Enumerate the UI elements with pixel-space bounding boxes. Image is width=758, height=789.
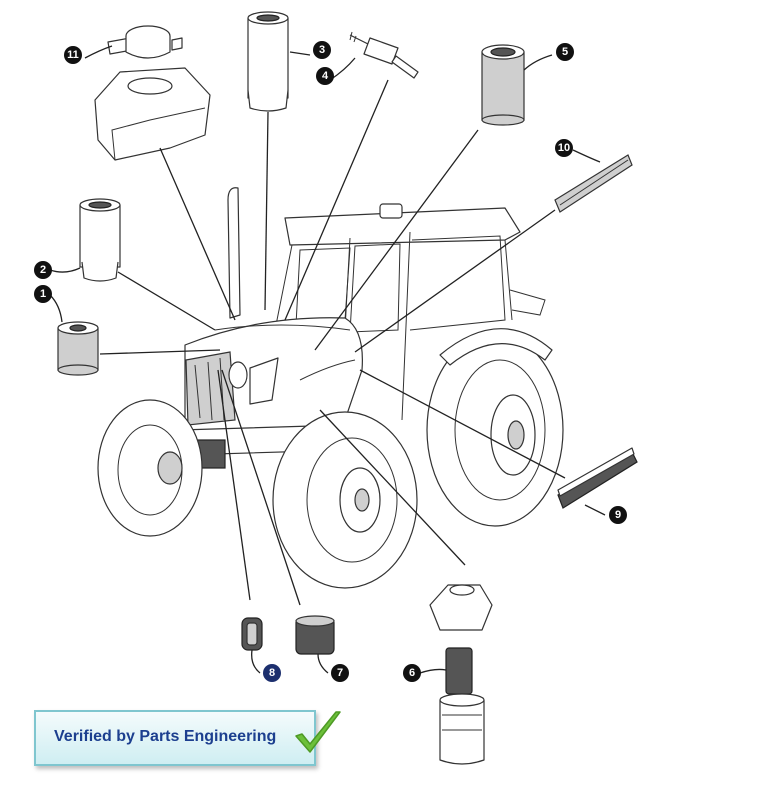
callout-8[interactable]: 8 bbox=[263, 664, 281, 682]
part-6-drawing bbox=[429, 584, 493, 765]
callout-1-label: 1 bbox=[40, 288, 46, 300]
part-1-drawing bbox=[57, 321, 99, 376]
verified-text: Verified by Parts Engineering bbox=[54, 728, 277, 745]
part-2-drawing bbox=[79, 198, 121, 282]
part-10-drawing bbox=[554, 154, 633, 213]
callout-11[interactable]: 11 bbox=[64, 46, 82, 64]
tractor-drawing bbox=[97, 187, 564, 589]
callout-2[interactable]: 2 bbox=[34, 261, 52, 279]
callout-2-label: 2 bbox=[40, 264, 46, 276]
callout-7-label: 7 bbox=[337, 667, 343, 679]
callout-6-label: 6 bbox=[409, 667, 415, 679]
callout-3[interactable]: 3 bbox=[313, 41, 331, 59]
callout-9-label: 9 bbox=[615, 509, 621, 521]
leader-lines bbox=[49, 45, 606, 674]
callout-6[interactable]: 6 bbox=[403, 664, 421, 682]
callout-1[interactable]: 1 bbox=[34, 285, 52, 303]
callout-11-label: 11 bbox=[67, 49, 79, 61]
callout-9[interactable]: 9 bbox=[609, 506, 627, 524]
callout-7[interactable]: 7 bbox=[331, 664, 349, 682]
part-3-drawing bbox=[247, 11, 289, 112]
callout-4[interactable]: 4 bbox=[316, 67, 334, 85]
callout-4-label: 4 bbox=[322, 70, 329, 82]
callout-10[interactable]: 10 bbox=[555, 139, 573, 157]
callout-3-label: 3 bbox=[319, 44, 325, 56]
verified-banner: Verified by Parts Engineering bbox=[34, 710, 341, 766]
part-4-drawing bbox=[349, 31, 419, 79]
part-9-drawing bbox=[557, 447, 638, 509]
part-8-drawing bbox=[241, 617, 263, 651]
callout-8-label: 8 bbox=[269, 667, 275, 679]
part-5-drawing bbox=[481, 44, 525, 126]
callout-5-label: 5 bbox=[562, 46, 568, 58]
callout-5[interactable]: 5 bbox=[556, 43, 574, 61]
checkmark-icon bbox=[295, 711, 341, 753]
part-11-drawing bbox=[94, 25, 211, 161]
part-7-drawing bbox=[295, 615, 335, 655]
callout-10-label: 10 bbox=[558, 142, 570, 154]
